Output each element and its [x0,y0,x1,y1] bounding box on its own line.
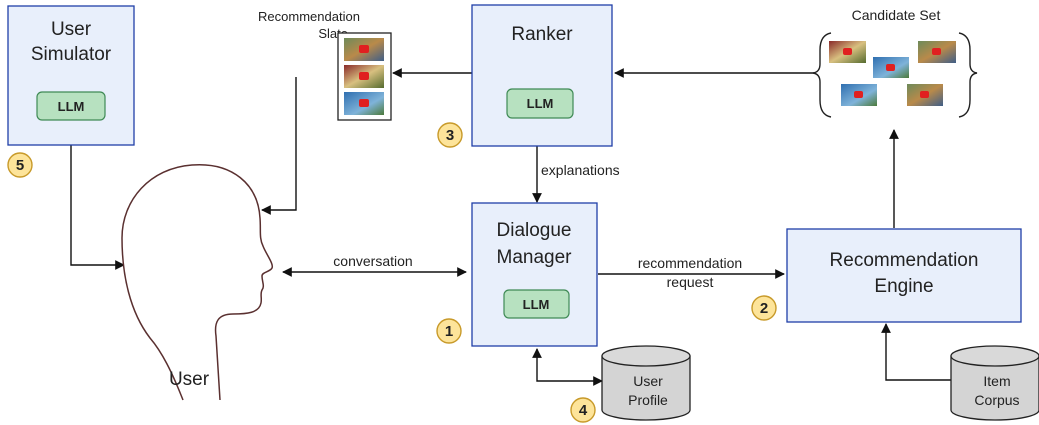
llm-chip [506,88,574,119]
user-label: User [169,369,210,390]
edge-slate-to-user [261,77,297,215]
candidate-set-label: Candidate Set [852,7,941,23]
step-badge: 5 [7,152,33,178]
conversation-label: conversation [333,253,412,269]
candidate-thumbnail [907,84,943,106]
slate-thumbnail [344,38,384,61]
candidate-thumbnail [841,84,877,106]
candidate-thumbnail [873,57,909,78]
step-badge-3: 3 [446,127,454,144]
candidate-set: Candidate Set [812,7,978,118]
candidate-set-left-brace [812,32,832,118]
user-profile-label-line1: User [633,373,663,389]
user-profile-database: User Profile [601,345,691,421]
user-simulator-box: User Simulator LLM [7,5,135,146]
step-badge-5: 5 [16,157,24,174]
step-badge: 4 [570,397,596,423]
ranker-title: Ranker [511,24,573,45]
candidate-set-right-brace [958,32,978,118]
edges [70,68,951,386]
slate-thumbnail [344,65,384,88]
llm-label: LLM [523,297,550,312]
item-corpus-label-line2: Corpus [974,392,1019,408]
recommendation-engine-box: Recommendation Engine [786,228,1022,323]
ranker-box: Ranker LLM [471,4,613,147]
llm-chip [503,289,570,319]
candidate-thumbnail [829,41,866,63]
llm-label: LLM [58,99,85,114]
item-corpus-label-line1: Item [983,373,1010,389]
dialogue-manager-box: Dialogue Manager LLM [471,202,598,347]
candidate-thumbnail [918,41,956,63]
user-simulator-title-line2: Simulator [31,44,112,65]
user-head-icon: User [121,164,274,401]
user-profile-label-line2: Profile [628,392,668,408]
recommendation-engine-title-line2: Engine [874,276,933,297]
explanations-label: explanations [541,162,620,178]
dialogue-manager-title-line1: Dialogue [497,220,572,241]
recommendation-slate: Recommendation Slate [258,9,392,121]
step-badge: 1 [436,318,462,344]
step-badge-1: 1 [445,323,453,340]
llm-chip [36,91,106,121]
item-corpus-database: Item Corpus [950,345,1039,421]
slate-label-line1: Recommendation [258,9,360,24]
llm-label: LLM [527,96,554,111]
recommendation-request-label-line2: request [667,274,714,290]
slate-thumbnail [344,92,384,115]
recommendation-request-label-line1: recommendation [638,255,742,271]
edge-corpus-to-engine [881,323,951,381]
step-badge-2: 2 [760,300,768,317]
recommendation-engine-title-line1: Recommendation [830,250,979,271]
step-badge: 2 [751,295,777,321]
dialogue-manager-title-line2: Manager [497,247,573,268]
edge-simulator-to-user [70,145,125,270]
edge-profile-dm [532,348,603,386]
step-badge: 3 [437,122,463,148]
step-badge-4: 4 [579,402,588,419]
user-simulator-title-line1: User [51,19,92,40]
